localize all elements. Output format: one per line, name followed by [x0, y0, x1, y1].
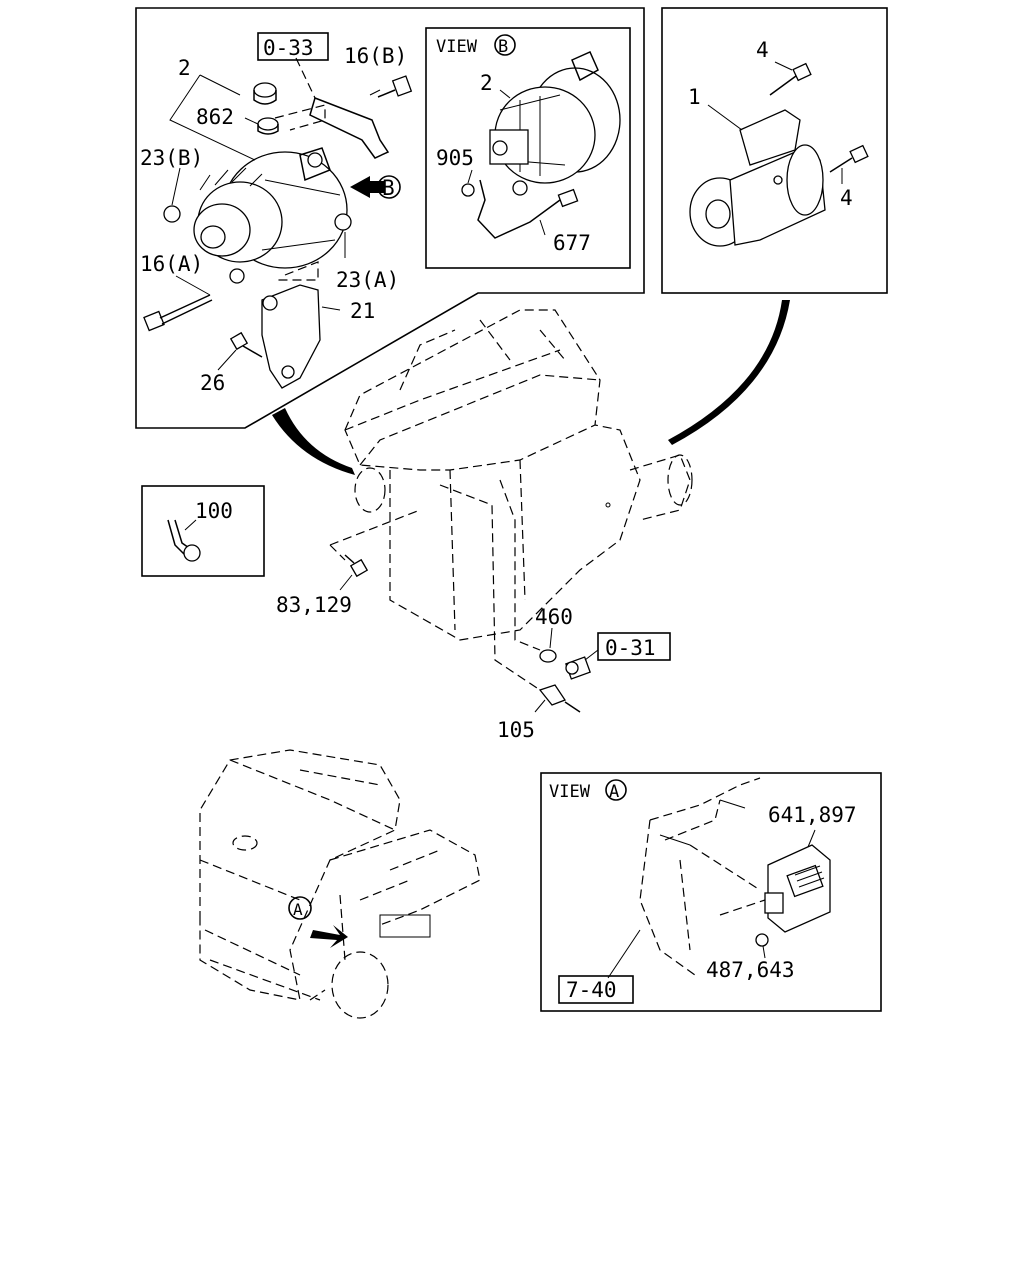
view-b-arrow-icon	[350, 176, 370, 198]
view-b-arrow-circle	[377, 175, 401, 199]
bolt-26	[229, 331, 263, 358]
nut-487-643	[755, 933, 769, 947]
label-16a: 16(A)	[140, 252, 203, 276]
starter-panel-border	[661, 7, 888, 294]
label-905: 905	[436, 146, 474, 170]
view-b-circle	[494, 34, 516, 56]
pointer-arc-left	[272, 408, 355, 475]
adjusting-bracket	[309, 97, 390, 159]
nut-23b	[163, 205, 181, 223]
view-b-letter: B	[498, 37, 508, 57]
label-460: 460	[535, 605, 573, 629]
view-b-border	[425, 27, 631, 269]
view-a-title: VIEW	[549, 782, 591, 802]
mounting-bracket-21	[261, 284, 321, 389]
label-677: 677	[553, 231, 591, 255]
truck-a-circle	[288, 896, 312, 920]
clip-panel: 100	[141, 485, 265, 577]
label-21: 21	[350, 299, 375, 323]
label-487-643: 487,643	[706, 958, 795, 982]
alternator-assembly	[163, 147, 352, 284]
alternator-panel: 2 862 0-33 16(B) 23(B) 16(A) 23(A) 21 26…	[135, 7, 645, 429]
bolt-4-top	[769, 62, 812, 96]
cap-2	[253, 82, 277, 98]
starter-panel: 4 1 4	[661, 7, 888, 294]
alternator-panel-border	[135, 7, 645, 429]
label-view-b-arrow: B	[382, 176, 395, 200]
label-0-31: 0-31	[605, 636, 656, 660]
truck-a-letter: A	[293, 900, 303, 919]
bolt-83-129	[344, 554, 369, 578]
label-4-bottom: 4	[840, 186, 853, 210]
engine-block	[329, 309, 693, 691]
sensor-105	[538, 684, 581, 713]
label-0-33: 0-33	[263, 36, 314, 60]
truck-front: A	[199, 749, 481, 1019]
label-26: 26	[200, 371, 225, 395]
view-a-arrow-icon	[310, 925, 348, 948]
label-1: 1	[688, 85, 701, 109]
bolt-16b	[377, 75, 413, 98]
pointer-arc-right	[668, 300, 790, 445]
view-b-panel: VIEW B 2 905 677	[425, 27, 631, 269]
label-100: 100	[195, 499, 233, 523]
label-83-129: 83,129	[276, 593, 352, 617]
ring-862	[257, 117, 279, 131]
alternator-rear-view	[489, 51, 621, 196]
ref-box-0-33	[257, 32, 329, 61]
label-862: 862	[196, 105, 234, 129]
ref-box-0-31	[597, 632, 671, 661]
label-2: 2	[178, 56, 191, 80]
label-4-top: 4	[756, 38, 769, 62]
view-a-border	[540, 772, 882, 1012]
label-23b: 23(B)	[140, 146, 203, 170]
bolt-4-bottom	[829, 144, 869, 173]
label-7-40: 7-40	[566, 978, 617, 1002]
label-105: 105	[497, 718, 535, 742]
bolt-16a	[143, 294, 213, 332]
nut-905	[461, 183, 475, 197]
control-unit	[764, 844, 831, 933]
view-b-title: VIEW	[436, 37, 478, 57]
view-a-circle	[605, 779, 627, 801]
starter-motor	[689, 109, 826, 247]
label-641-897: 641,897	[768, 803, 857, 827]
label-23a: 23(A)	[336, 268, 399, 292]
plug-0-31	[565, 656, 591, 680]
washer-460	[539, 649, 557, 663]
harness-677	[477, 179, 561, 239]
ref-box-7-40	[558, 975, 634, 1004]
view-a-panel: VIEW A 641,897 487,643 7-40	[540, 772, 882, 1012]
clip-panel-border	[141, 485, 265, 577]
label-vb-2: 2	[480, 71, 493, 95]
view-a-letter: A	[609, 782, 619, 802]
label-16b: 16(B)	[344, 44, 407, 68]
